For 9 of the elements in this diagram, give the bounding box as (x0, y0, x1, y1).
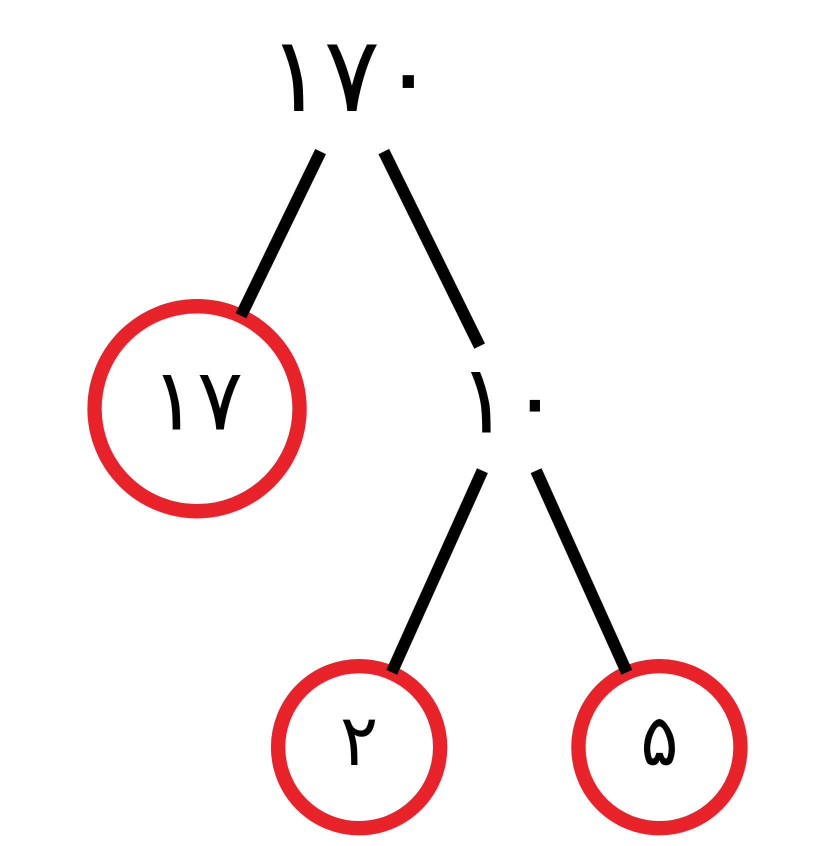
connector (530, 468, 632, 675)
node-circle: ۱۷ (87, 299, 307, 518)
node-circle: ۲ (270, 658, 448, 836)
connector (378, 148, 485, 349)
node-text: ۱۰ (458, 346, 560, 456)
node-text: ۱۷۰ (267, 14, 436, 136)
connector (236, 148, 326, 318)
node-circle: ۵ (571, 658, 748, 836)
connector (386, 468, 488, 675)
